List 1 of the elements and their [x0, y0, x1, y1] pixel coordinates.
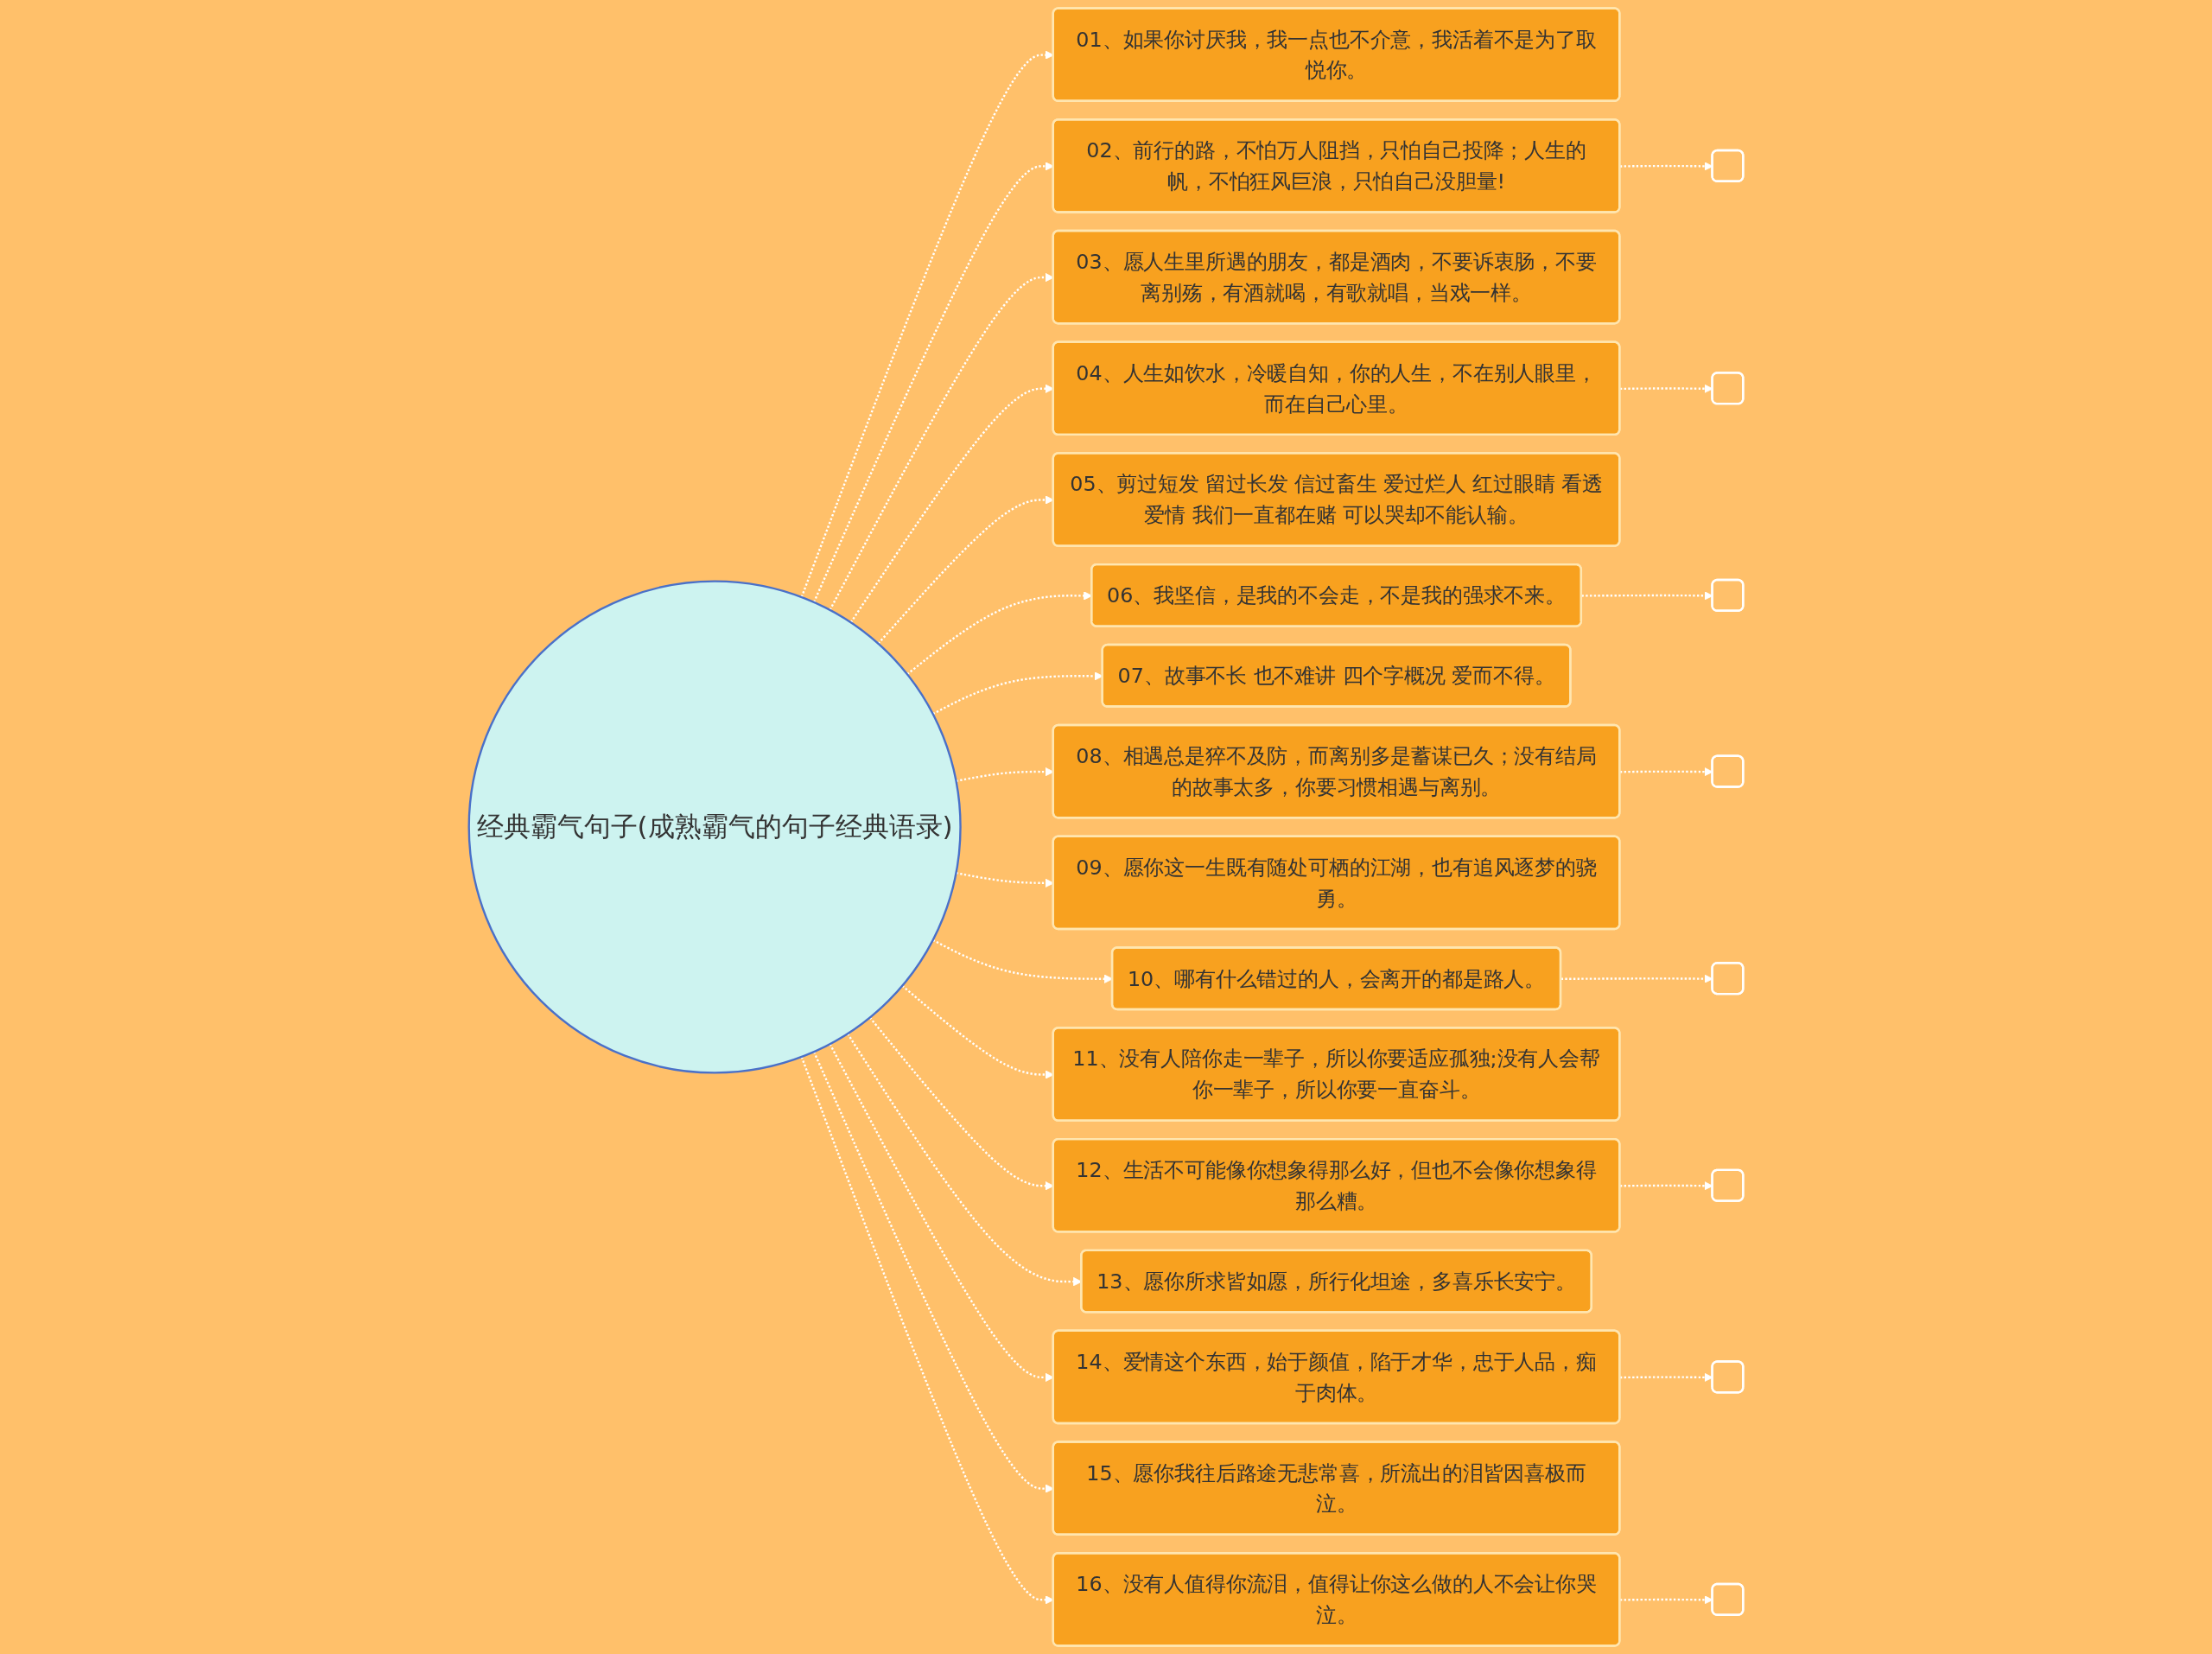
- node-circle: 经典霸气句子(成熟霸气的句子经典语录): [467, 580, 962, 1074]
